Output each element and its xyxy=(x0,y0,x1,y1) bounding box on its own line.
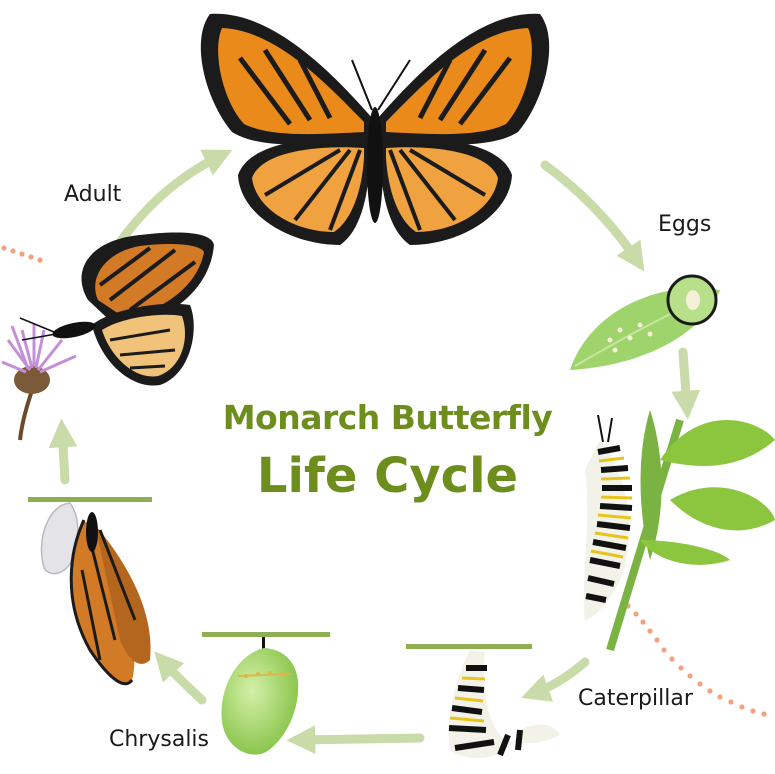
diagram-title-line2: Life Cycle xyxy=(0,448,775,504)
eggs-on-leaf-illustration xyxy=(570,276,720,370)
arrow-adult-to-top xyxy=(118,155,222,245)
arrow-chrysalis-to-emerging xyxy=(162,660,202,700)
stage-label-chrysalis: Chrysalis xyxy=(109,727,209,752)
hanging-caterpillar-illustration xyxy=(406,644,560,758)
arrow-hanging-to-chrysalis xyxy=(298,738,420,740)
emerging-butterfly-illustration xyxy=(28,497,152,684)
stage-label-adult: Adult xyxy=(64,182,121,207)
caterpillar-illustration xyxy=(584,410,775,650)
arrow-top-to-eggs xyxy=(545,165,638,262)
adult-butterfly-illustration xyxy=(201,14,549,245)
decorative-dots-left xyxy=(1,245,42,262)
stage-label-eggs: Eggs xyxy=(658,212,711,237)
stage-label-caterpillar: Caterpillar xyxy=(578,686,693,711)
diagram-title-line1: Monarch Butterfly xyxy=(0,398,775,437)
